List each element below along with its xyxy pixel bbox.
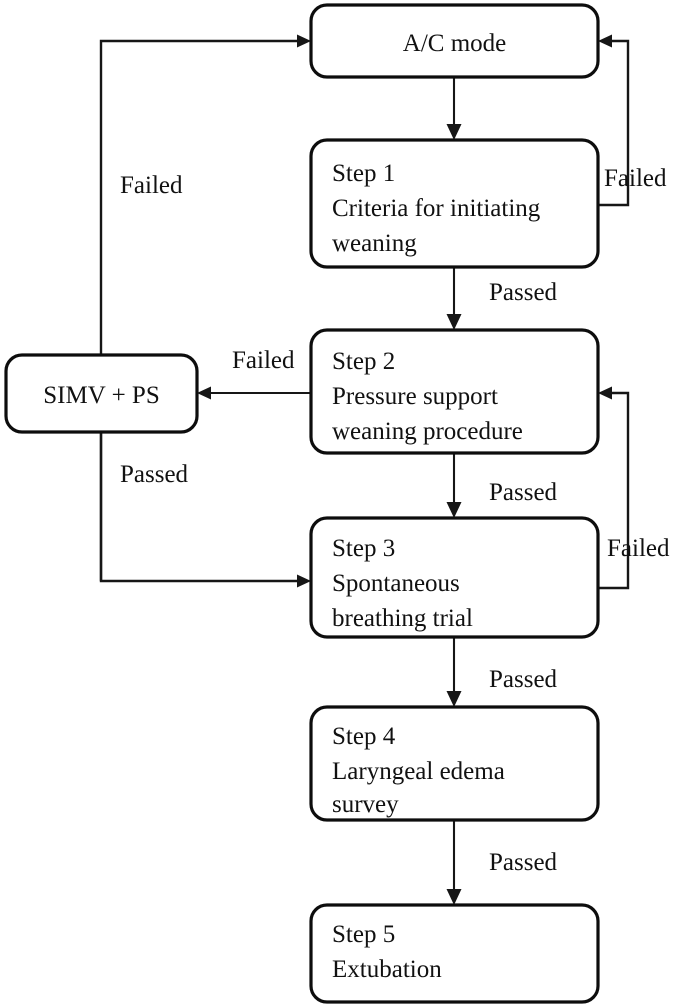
edge-step2-to-simv-ps: [197, 386, 311, 400]
edge-label-passed-step4: Passed: [489, 849, 558, 876]
edge-step1-to-step2: [446, 267, 462, 330]
node-step-3-line-2: breathing trial: [332, 605, 473, 632]
node-step-4-shape: [309, 705, 600, 822]
edge-label-failed-step3: Failed: [607, 535, 670, 562]
node-step-3[interactable]: Step 3 Spontaneous breathing trial: [309, 516, 600, 639]
node-simv-ps[interactable]: SIMV + PS: [4, 353, 199, 434]
node-step-1-line-2: weaning: [332, 230, 417, 257]
node-simv-ps-line-0: SIMV + PS: [43, 382, 159, 409]
edge-simv-ps-to-step3: [99, 432, 311, 588]
arrow-head-ac-mode-left: [297, 34, 311, 48]
edge-label-passed-step1: Passed: [489, 279, 558, 306]
node-step-4[interactable]: Step 4 Laryngeal edema survey: [309, 705, 600, 822]
node-step-2-line-2: weaning procedure: [332, 418, 523, 445]
node-step-2-line-1: Pressure support: [332, 383, 498, 410]
edge-step4-to-step5: [446, 820, 462, 905]
edge-label-failed-step1: Failed: [604, 165, 667, 192]
node-simv-ps-shape: [4, 353, 199, 434]
arrow-head-ac-mode-right: [598, 34, 612, 48]
edge-step2-to-step3: [446, 453, 462, 518]
edge-step3-to-step4: [446, 637, 462, 707]
arrow-head-step3-left: [297, 574, 311, 588]
edge-step1-failed-to-ac-mode: [598, 34, 630, 207]
node-step-3-shape: [309, 516, 600, 639]
edge-ac-mode-to-step1: [446, 77, 462, 140]
node-step-3-line-1: Spontaneous: [332, 570, 460, 597]
node-step-2[interactable]: Step 2 Pressure support weaning procedur…: [309, 328, 600, 455]
node-ac-mode[interactable]: A/C mode: [309, 3, 600, 79]
node-step-3-line-0: Step 3: [332, 535, 395, 562]
node-ac-mode-line-0: A/C mode: [403, 30, 506, 57]
node-step-2-line-0: Step 2: [332, 348, 395, 375]
edge-step3-failed-to-step2: [598, 386, 630, 590]
edge-label-passed-simv: Passed: [120, 461, 189, 488]
node-step-4-line-2: survey: [332, 791, 399, 818]
edge-label-failed-left: Failed: [120, 172, 183, 199]
edge-label-passed-step2: Passed: [489, 479, 558, 506]
node-step-5-line-1: Extubation: [332, 956, 442, 983]
node-step-1-line-1: Criteria for initiating: [332, 195, 541, 222]
node-step-5-line-0: Step 5: [332, 921, 395, 948]
edge-step3-failed-to-ac-mode: [99, 34, 311, 581]
node-step-4-line-0: Step 4: [332, 723, 396, 750]
arrow-head-step4-top: [446, 691, 462, 707]
arrow-head-step2-top: [446, 314, 462, 330]
node-step-1-line-0: Step 1: [332, 160, 395, 187]
arrow-head-step1-top: [446, 124, 462, 140]
arrow-head-step3-top: [446, 502, 462, 518]
edge-label-passed-step3: Passed: [489, 666, 558, 693]
node-step-2-shape: [309, 328, 600, 455]
node-step-1[interactable]: Step 1 Criteria for initiating weaning: [309, 138, 600, 269]
node-ac-mode-shape: [309, 3, 600, 79]
node-step-4-line-1: Laryngeal edema: [332, 758, 505, 785]
edge-label-failed-step2: Failed: [232, 347, 295, 374]
arrow-head-step5-top: [446, 889, 462, 905]
arrow-head-step2-right: [598, 386, 612, 400]
node-step-5-shape: [309, 903, 600, 1004]
node-step-5[interactable]: Step 5 Extubation: [309, 903, 600, 1004]
node-step-1-shape: [309, 138, 600, 269]
arrow-head-simv-ps-left: [197, 386, 211, 400]
